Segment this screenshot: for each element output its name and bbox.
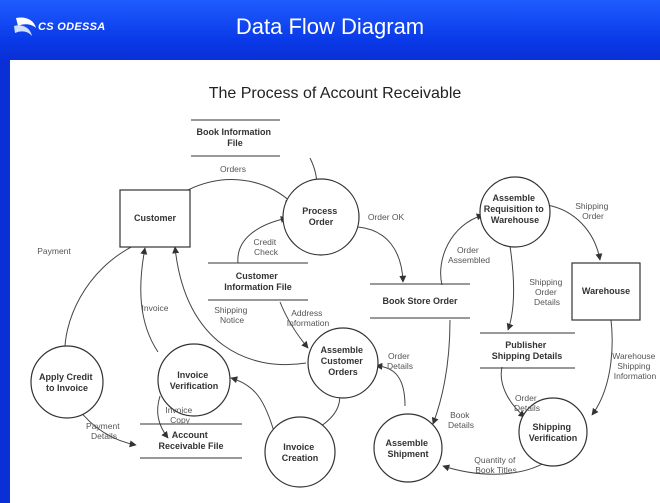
logo-text: CS ODESSA	[38, 21, 106, 33]
process-order-process	[282, 178, 360, 256]
publisher-shipping-details-label: Publisher Shipping Details	[492, 340, 563, 361]
flow-book-store-order-to-requisition	[440, 213, 484, 286]
flow-assemble-shipment-to-assemble-customer-orders	[375, 362, 406, 407]
customer-information-file-store: Customer Information File	[208, 262, 308, 301]
assemble-requisition-process	[479, 176, 551, 248]
flow-label-invoice: Invoice	[142, 303, 169, 313]
flow-process-order-to-book-store-order	[357, 226, 407, 283]
customer-entity	[119, 189, 191, 248]
flow-label-address-information: Address Information	[287, 308, 330, 328]
flow-arrows	[61, 157, 613, 475]
flow-label-orders: Orders	[220, 164, 246, 174]
flow-label-quantity-of-book-titles: Quantity of Book Titles	[474, 455, 517, 475]
shipping-verification-process	[518, 397, 588, 467]
assemble-shipment-label: Assemble Shipment	[385, 438, 430, 459]
cs-odessa-logo-icon	[14, 17, 36, 36]
flow-label-payment-details: Payment Details	[86, 421, 122, 441]
account-receivable-file-store: Account Receivable File	[140, 423, 242, 459]
assemble-shipment-process	[373, 413, 443, 483]
process-order-label: Process Order	[302, 206, 340, 227]
flow-publisher-details-to-shipping-verification	[500, 366, 526, 418]
flow-invoice-creation-to-invoice-verification	[230, 376, 276, 436]
book-information-file-label: Book Information File	[196, 127, 273, 148]
warehouse-label: Warehouse	[582, 286, 630, 296]
flow-label-invoice-copy: Invoice Copy	[165, 405, 194, 425]
flow-customer-to-process-order	[187, 179, 293, 204]
flow-requisition-to-warehouse	[546, 204, 603, 261]
book-store-order-store: Book Store Order	[370, 283, 470, 319]
assemble-requisition-label: Assemble Requisition to Warehouse	[484, 193, 547, 225]
invoice-verification-label: Invoice Verification	[170, 370, 219, 391]
flow-custinfo-to-process-order	[237, 215, 288, 264]
flow-label-order-details-1: Order Details	[387, 351, 413, 371]
publisher-shipping-details-store: Publisher Shipping Details	[480, 332, 575, 369]
invoice-creation-process	[264, 416, 336, 488]
flow-label-credit-check: Credit Check	[253, 237, 278, 257]
customer-label: Customer	[134, 213, 177, 223]
flow-label-warehouse-shipping-information: Warehouse Shipping Information	[612, 351, 658, 381]
book-store-order-label: Book Store Order	[382, 296, 458, 306]
flow-requisition-to-publisher-details	[506, 245, 514, 331]
flow-label-shipping-order-details: Shipping Order Details	[529, 277, 564, 307]
invoice-creation-label: Invoice Creation	[282, 442, 319, 463]
apply-credit-process	[30, 345, 104, 419]
flow-label-book-details: Book Details	[448, 410, 474, 430]
flow-customer-to-apply-credit	[61, 244, 136, 360]
flow-invoice-verification-to-customer	[140, 247, 159, 353]
warehouse-entity	[571, 262, 641, 321]
flow-assemble-customer-orders-to-customer	[172, 246, 307, 366]
flow-label-order-assembled: Order Assembled	[448, 245, 490, 265]
data-flow-diagram: The Process of Account Receivable	[30, 85, 658, 488]
diagram-title: The Process of Account Receivable	[209, 85, 462, 102]
flow-label-shipping-order: Shipping Order	[575, 201, 610, 221]
flow-label-payment: Payment	[37, 246, 71, 256]
flow-label-order-details-2: Order Details	[514, 393, 540, 413]
assemble-customer-orders-process	[307, 327, 379, 399]
flow-label-shipping-notice: Shipping Notice	[214, 305, 249, 325]
flow-custinfo-to-assemble-customer-orders	[279, 301, 309, 349]
customer-information-file-label: Customer Information File	[224, 271, 292, 292]
book-information-file-store: Book Information File	[191, 119, 280, 157]
assemble-customer-orders-label: Assemble Customer Orders	[320, 345, 365, 377]
diagram-panel: The Process of Account Receivable	[10, 60, 660, 503]
flow-label-order-ok: Order OK	[368, 212, 405, 222]
flow-invoice-verification-to-account-receivable	[157, 395, 169, 439]
apply-credit-label: Apply Credit to Invoice	[39, 372, 95, 393]
shipping-verification-label: Shipping Verification	[529, 422, 578, 443]
account-receivable-file-label: Account Receivable File	[158, 430, 223, 451]
slide-title: Data Flow Diagram	[235, 14, 425, 39]
flow-book-store-order-to-assemble-shipment	[431, 319, 451, 425]
invoice-verification-process	[157, 343, 231, 417]
